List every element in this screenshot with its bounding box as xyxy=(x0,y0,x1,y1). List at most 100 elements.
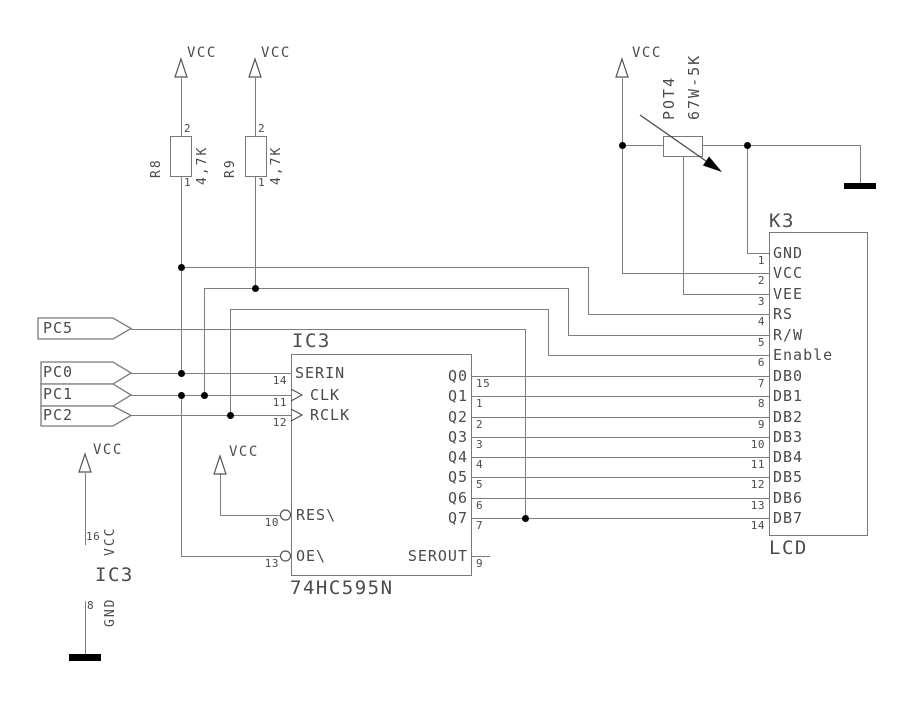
ic3-pin-number: 4 xyxy=(476,458,484,471)
k3-pin-number: 4 xyxy=(757,315,765,328)
signal-flag-shape xyxy=(37,317,133,340)
k3-pin-number: 11 xyxy=(750,458,765,471)
ic3-pin-name: Q4 xyxy=(447,448,468,466)
wire xyxy=(85,473,86,545)
vcc-arrow-icon xyxy=(174,57,188,78)
signal-flag-label: PC5 xyxy=(43,319,74,337)
ic3-pin-number: 3 xyxy=(476,438,484,451)
k3-pin-number: 9 xyxy=(757,418,765,431)
ic3-pin-number: 9 xyxy=(476,557,484,570)
ic3-pin-number: 7 xyxy=(476,519,484,532)
ic3-pin-number: 2 xyxy=(476,418,484,431)
wire xyxy=(548,309,549,355)
wire xyxy=(472,518,769,519)
ic3-pin-name: OE\ xyxy=(296,547,327,565)
k3-pin-name: DB5 xyxy=(773,468,804,486)
k3-box xyxy=(769,232,868,536)
ic3-power-pin-number: 16 xyxy=(86,530,101,543)
pot-ref: POT4 xyxy=(660,75,678,120)
ic3-pin-name: Q7 xyxy=(447,509,468,527)
wire xyxy=(181,177,182,373)
resistor-ref: R9 xyxy=(223,158,238,178)
junction-dot xyxy=(227,412,234,419)
k3-designator: K3 xyxy=(769,210,795,232)
ic3-pin-number: 13 xyxy=(264,557,279,570)
k3-pin-name: DB0 xyxy=(773,367,804,385)
wire xyxy=(747,253,769,254)
resistor-r8-body xyxy=(170,136,192,177)
clock-pin-icon xyxy=(290,408,304,422)
signal-flag-label: PC1 xyxy=(43,385,74,403)
wire xyxy=(181,556,280,557)
wire xyxy=(131,415,291,416)
wire xyxy=(472,498,769,499)
junction-dot xyxy=(522,515,529,522)
k3-pin-name: DB2 xyxy=(773,408,804,426)
vcc-label: VCC xyxy=(229,444,259,460)
wire xyxy=(220,474,221,515)
wire xyxy=(255,177,256,288)
k3-pin-number: 5 xyxy=(757,336,765,349)
ic3-pin-number: 12 xyxy=(272,416,287,429)
k3-pin-number: 14 xyxy=(750,519,765,532)
ic3-pin-name: Q0 xyxy=(447,367,468,385)
signal-flag-shape xyxy=(40,405,133,427)
junction-dot xyxy=(178,392,185,399)
ic3-pin-number: 5 xyxy=(476,478,484,491)
vcc-arrow-icon xyxy=(248,57,262,78)
vcc-label: VCC xyxy=(261,45,291,61)
signal-flag-label: PC0 xyxy=(43,363,74,381)
k3-pin-number: 2 xyxy=(757,274,765,287)
signal-flag-label: PC2 xyxy=(43,406,74,424)
junction-dot xyxy=(178,264,185,271)
wire xyxy=(472,457,769,458)
resistor-value: 4,7K xyxy=(269,145,284,185)
k3-pin-number: 13 xyxy=(750,499,765,512)
ic3-pin-number: 14 xyxy=(272,374,287,387)
ic3-box xyxy=(291,354,472,576)
vcc-label: VCC xyxy=(632,45,662,61)
wire xyxy=(181,395,182,556)
ic3-power-pin-name: GND xyxy=(103,597,118,627)
signal-flag-shape xyxy=(40,361,133,385)
ic3-pin-number: 10 xyxy=(264,516,279,529)
k3-caption: LCD xyxy=(769,537,808,559)
pot-wiper-arrowhead-icon xyxy=(702,156,722,172)
wire xyxy=(683,294,769,295)
vcc-label: VCC xyxy=(187,45,217,61)
ic3-pin-name: Q5 xyxy=(447,468,468,486)
ic3-pin-name: Q6 xyxy=(447,489,468,507)
k3-pin-number: 7 xyxy=(757,377,765,390)
resistor-pin-number: 1 xyxy=(258,176,266,189)
pot-wiper-arrow-icon xyxy=(639,114,707,162)
inversion-bubble-icon xyxy=(279,509,292,521)
signal-flag-shape xyxy=(40,383,133,407)
junction-dot xyxy=(178,370,185,377)
k3-pin-number: 1 xyxy=(757,254,765,267)
vcc-label: VCC xyxy=(93,442,123,458)
wire xyxy=(525,329,526,518)
k3-pin-name: DB6 xyxy=(773,489,804,507)
clock-pin-icon xyxy=(290,388,304,402)
wire xyxy=(548,355,769,356)
ic3-pin-name: RCLK xyxy=(310,406,351,424)
junction-dot xyxy=(744,142,751,149)
wire xyxy=(131,329,525,330)
ic3-pin-name: SERIN xyxy=(295,364,346,382)
k3-pin-name: GND xyxy=(773,244,804,262)
wire xyxy=(230,309,548,310)
k3-pin-name: VEE xyxy=(773,285,804,303)
wire xyxy=(255,78,256,136)
wire xyxy=(204,288,568,289)
wire xyxy=(588,267,589,314)
inversion-bubble-icon xyxy=(279,550,292,562)
wire xyxy=(472,396,769,397)
wire xyxy=(747,145,748,253)
k3-pin-number: 3 xyxy=(757,295,765,308)
wire xyxy=(703,145,860,146)
wire xyxy=(568,335,769,336)
ic3-pin-number: 1 xyxy=(476,397,484,410)
ic3-pin-number: 6 xyxy=(476,499,484,512)
ic3-pin-name: RES\ xyxy=(296,506,337,524)
